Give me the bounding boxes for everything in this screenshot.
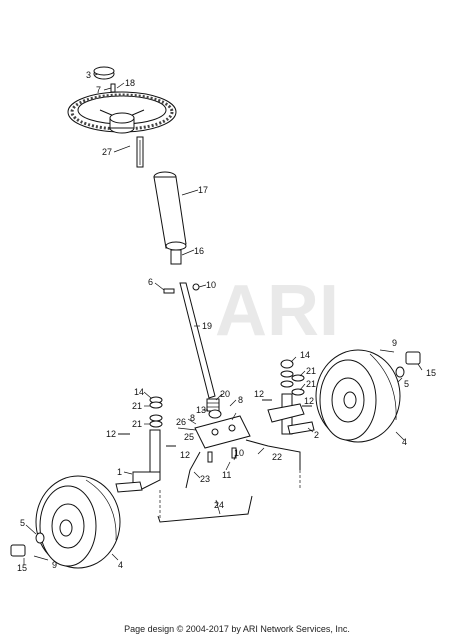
callout-19: 19	[202, 321, 212, 331]
spindle-left	[115, 429, 161, 493]
ari-watermark: ARI	[215, 271, 339, 351]
steering-plate	[194, 415, 251, 449]
callout-4-right: 4	[402, 437, 407, 447]
drag-link-right	[245, 439, 301, 470]
callout-13: 13	[196, 405, 206, 415]
callout-15-left: 15	[17, 563, 27, 573]
drag-link-left	[185, 451, 201, 489]
callout-22: 22	[272, 452, 282, 462]
shaft-collar	[170, 249, 182, 265]
bushings-right	[280, 359, 305, 396]
callout-3: 3	[86, 70, 91, 80]
washer-left	[35, 532, 45, 544]
callout-23: 23	[200, 474, 210, 484]
tie-rod	[157, 470, 301, 523]
callout-2: 2	[314, 430, 319, 440]
callout-14-left: 14	[134, 387, 144, 397]
cotter-pins	[33, 349, 395, 561]
callout-9-right: 9	[392, 338, 397, 348]
callout-20: 20	[220, 389, 230, 399]
washer-right	[395, 366, 405, 378]
callout-7: 7	[96, 85, 101, 95]
callout-labels: 3 7 18 27 17 16 6 10 19 14 21 21 20 8 13…	[17, 70, 436, 573]
steering-wheel	[67, 91, 177, 134]
callout-21-right-a: 21	[306, 366, 316, 376]
callout-11: 11	[222, 470, 231, 480]
steering-column-tube	[153, 171, 187, 251]
bushings-left	[149, 396, 163, 428]
callout-5-left: 5	[20, 518, 25, 528]
bolts-12	[118, 399, 312, 447]
callout-12-c: 12	[254, 389, 264, 399]
plate-bolts	[207, 447, 237, 463]
callout-12-b: 12	[180, 450, 190, 460]
callout-16: 16	[194, 246, 204, 256]
wheel-right	[315, 349, 401, 443]
callout-17: 17	[198, 185, 208, 195]
steering-shaft-lower	[179, 282, 216, 399]
leader-lines	[23, 73, 423, 565]
shaft-nut	[192, 283, 200, 291]
callout-26: 26	[176, 417, 186, 427]
callout-18: 18	[125, 78, 135, 88]
callout-10-bottom: 10	[234, 448, 244, 458]
hub-cap-left	[10, 544, 26, 557]
callout-1: 1	[117, 467, 122, 477]
callout-4-left: 4	[118, 560, 123, 570]
callout-14-right: 14	[300, 350, 310, 360]
steering-shaft-upper	[136, 136, 144, 168]
callout-21-left-b: 21	[132, 419, 142, 429]
gear-bushing	[208, 409, 222, 419]
callout-8-left: 8	[190, 413, 195, 423]
callout-6: 6	[148, 277, 153, 287]
page-footer: Page design © 2004-2017 by ARI Network S…	[124, 624, 350, 634]
spindle-right	[267, 393, 315, 435]
shaft-bolt	[163, 288, 175, 294]
callout-8-right: 8	[238, 395, 243, 405]
callout-5-right: 5	[404, 379, 409, 389]
callout-9-left: 9	[52, 560, 57, 570]
callout-25: 25	[184, 432, 194, 442]
wheel-left	[35, 475, 121, 569]
callout-21-left-a: 21	[132, 401, 142, 411]
callout-10-top: 10	[206, 280, 216, 290]
callout-24: 24	[214, 500, 224, 510]
callout-27: 27	[102, 147, 112, 157]
pinion-gear	[206, 398, 220, 412]
callout-15-right: 15	[426, 368, 436, 378]
hub-cap-right	[405, 351, 421, 365]
screw-top	[110, 83, 116, 93]
callout-21-right-b: 21	[306, 379, 316, 389]
callout-12-a: 12	[106, 429, 116, 439]
callout-12-d: 12	[304, 396, 314, 406]
steering-cap	[93, 66, 115, 80]
